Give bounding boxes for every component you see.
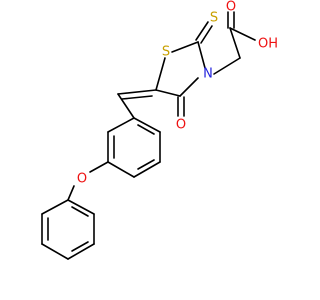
atom-n-ring: N bbox=[203, 67, 213, 82]
bond-c5-s bbox=[155, 57, 166, 91]
bond-c2-n bbox=[197, 41, 206, 69]
atom-o-carbonyl: O bbox=[176, 118, 186, 133]
bond-ring1-o bbox=[89, 161, 109, 173]
ring1-c bbox=[133, 161, 161, 178]
ring1-a bbox=[133, 117, 161, 133]
ring2-d bbox=[41, 243, 69, 260]
ring2-inner-b bbox=[71, 241, 89, 252]
atom-labels: S S N O O OH O bbox=[77, 0, 278, 187]
bond-n-ch2 bbox=[213, 57, 241, 75]
bond-n-c4 bbox=[179, 77, 199, 97]
ring1-d bbox=[107, 161, 135, 178]
bond-c4-c5 bbox=[155, 89, 181, 97]
ring1-inner-a bbox=[137, 124, 155, 135]
ring1-inner-b bbox=[137, 159, 155, 170]
atom-o-acid-double: O bbox=[226, 0, 236, 15]
molecule-structure: S S N O O OH O bbox=[41, 0, 278, 260]
bond-s-c2 bbox=[171, 41, 199, 53]
bond-c-oh bbox=[229, 27, 256, 41]
ring2-f bbox=[41, 199, 69, 215]
bond-ch2-c bbox=[229, 27, 241, 59]
bond-c2-thione-a bbox=[195, 21, 209, 41]
atom-s-thione: S bbox=[210, 11, 218, 26]
bond-o-ring2 bbox=[67, 185, 75, 201]
atom-s-ring: S bbox=[162, 45, 170, 60]
bond-c5-ch-a bbox=[117, 89, 157, 95]
ring2-a bbox=[67, 199, 95, 215]
ring2-inner-a bbox=[71, 206, 89, 217]
atom-o-ether: O bbox=[77, 172, 87, 187]
bond-ch-ring bbox=[117, 93, 135, 119]
ring1-f bbox=[107, 117, 135, 133]
atom-o-acid-oh: OH bbox=[258, 37, 278, 52]
bond-lines bbox=[41, 11, 256, 260]
ring2-c bbox=[67, 243, 95, 260]
bond-c5-ch-b bbox=[121, 95, 153, 100]
bond-c2-thione-b bbox=[200, 25, 213, 44]
